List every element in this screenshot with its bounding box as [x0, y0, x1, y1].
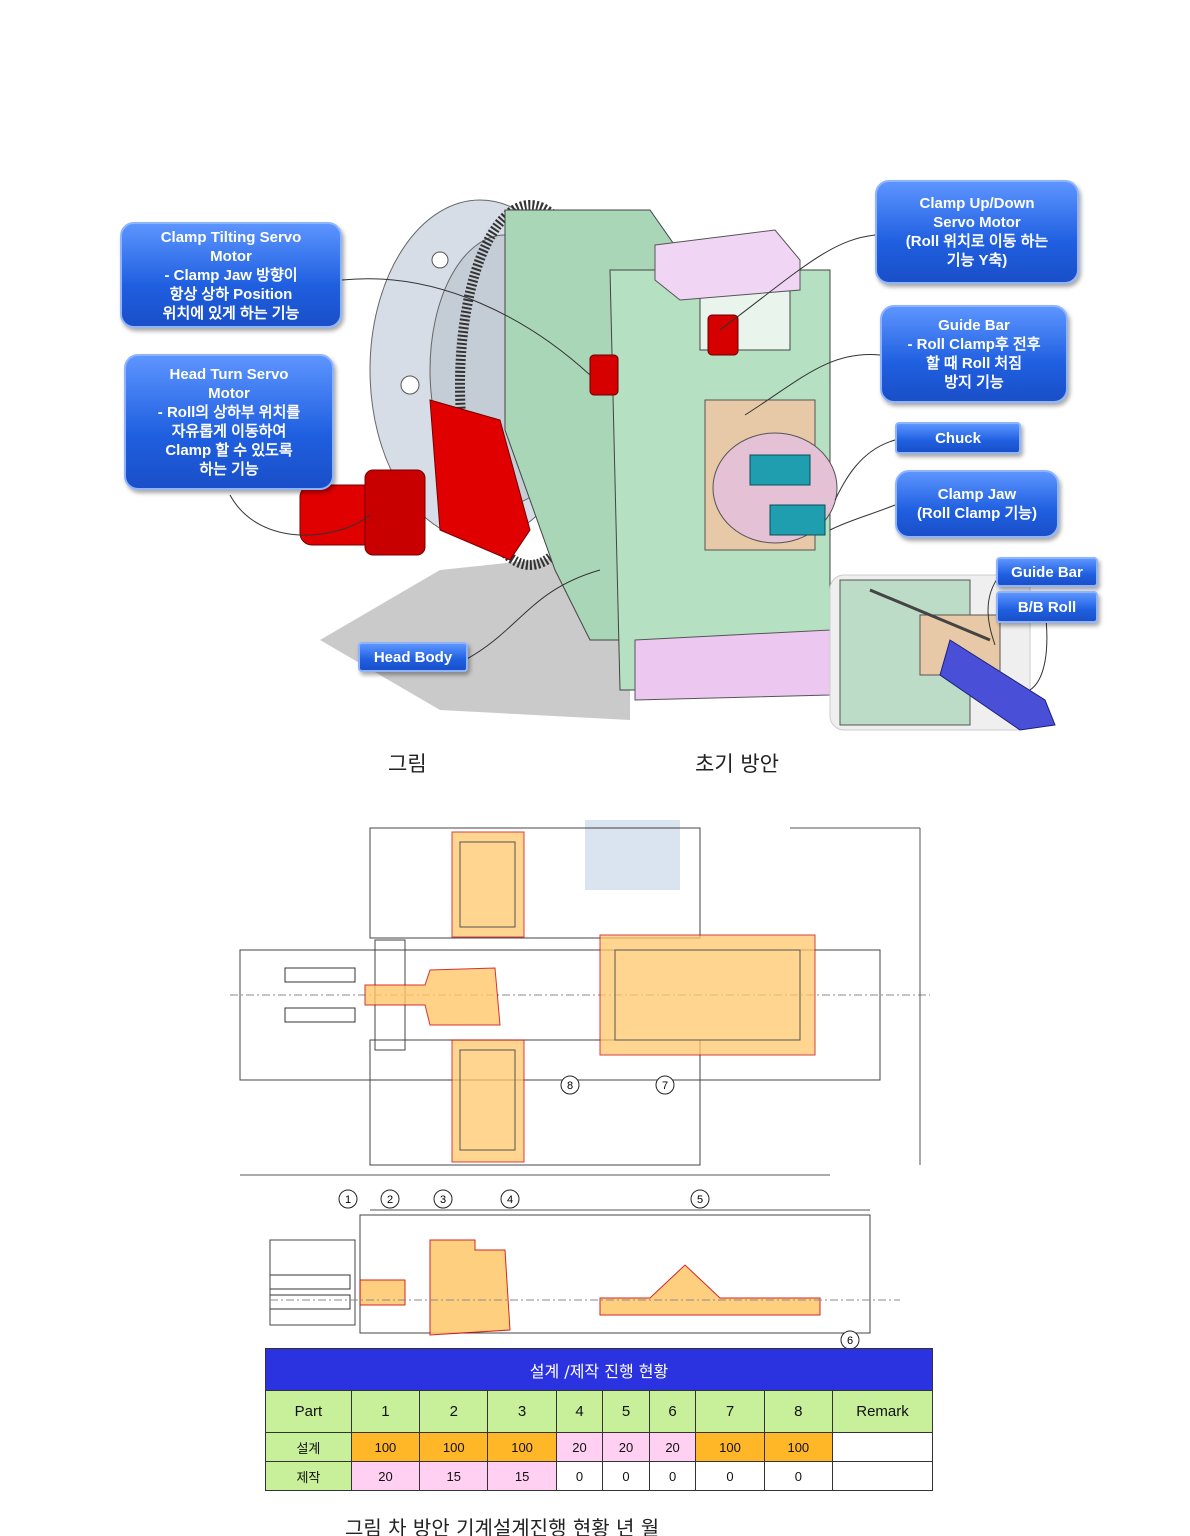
row-label: 제작 — [265, 1461, 352, 1491]
table-row: 제작 20 15 15 0 0 0 0 0 — [265, 1461, 933, 1491]
header-cell: 4 — [555, 1390, 604, 1433]
header-cell: 2 — [419, 1390, 489, 1433]
table-title: 설계 /제작 진행 현황 — [265, 1348, 933, 1391]
table-cell: 100 — [695, 1432, 765, 1462]
technical-drawing: 1 2 3 4 5 6 7 8 — [230, 790, 950, 1350]
figure2-caption: 그림 차 방안 기계설계진행 현황 년 월 — [345, 1516, 660, 1536]
table-cell: 0 — [695, 1461, 765, 1491]
callout-clamp-tilting-servo-motor: Clamp Tilting Servo Motor - Clamp Jaw 방향… — [120, 222, 342, 328]
table-cell: 20 — [602, 1432, 650, 1462]
tag-bb-roll: B/B Roll — [996, 591, 1098, 623]
table-cell: 0 — [602, 1461, 650, 1491]
marker-8: 8 — [567, 1080, 573, 1092]
table-header-row: Part 1 2 3 4 5 6 7 8 Remark — [265, 1390, 933, 1433]
callout-clamp-jaw: Clamp Jaw (Roll Clamp 기능) — [895, 470, 1059, 538]
table-cell: 100 — [419, 1432, 489, 1462]
callout-head-turn-servo-motor: Head Turn Servo Motor - Roll의 상하부 위치를 자유… — [124, 354, 334, 490]
header-cell: 3 — [487, 1390, 557, 1433]
figure1-caption-title: 초기 방안 — [695, 752, 779, 776]
table-cell: 0 — [555, 1461, 604, 1491]
machine-render — [229, 199, 1056, 731]
table-cell: 0 — [763, 1461, 834, 1491]
table-row: 설계 100 100 100 20 20 20 100 100 — [265, 1432, 933, 1462]
marker-6: 6 — [847, 1335, 853, 1347]
table-cell: 100 — [487, 1432, 557, 1462]
table-cell-remark — [832, 1432, 933, 1462]
marker-4: 4 — [507, 1194, 513, 1206]
machine-3d-figure: Clamp Tilting Servo Motor - Clamp Jaw 방향… — [110, 170, 1110, 740]
table-cell: 20 — [350, 1461, 421, 1491]
tag-head-body: Head Body — [358, 642, 468, 672]
table-cell: 0 — [648, 1461, 697, 1491]
header-cell: 7 — [695, 1390, 765, 1433]
marker-3: 3 — [440, 1194, 446, 1206]
marker-5: 5 — [697, 1194, 703, 1206]
header-cell: 6 — [648, 1390, 697, 1433]
callout-guide-bar-function: Guide Bar - Roll Clamp후 전후 할 때 Roll 처짐 방… — [880, 305, 1068, 403]
design-progress-table: 설계 /제작 진행 현황 Part 1 2 3 4 5 6 7 8 Remark… — [265, 1348, 933, 1491]
table-cell-remark — [832, 1461, 933, 1491]
table-cell: 20 — [555, 1432, 604, 1462]
table-cell: 15 — [487, 1461, 557, 1491]
header-cell: 8 — [763, 1390, 834, 1433]
tag-chuck: Chuck — [895, 422, 1021, 454]
marker-1: 1 — [345, 1194, 351, 1206]
marker-2: 2 — [387, 1194, 393, 1206]
drawing-svg: 1 2 3 4 5 6 7 8 — [230, 790, 930, 1350]
table-cell: 100 — [350, 1432, 421, 1462]
marker-7: 7 — [662, 1080, 668, 1092]
header-cell: Remark — [832, 1390, 933, 1433]
figure1-caption-label: 그림 — [388, 752, 427, 776]
table-cell: 20 — [648, 1432, 697, 1462]
header-cell: Part — [265, 1390, 352, 1433]
row-label: 설계 — [265, 1432, 352, 1462]
tag-guide-bar: Guide Bar — [996, 557, 1098, 587]
table-cell: 100 — [763, 1432, 834, 1462]
header-cell: 5 — [602, 1390, 650, 1433]
header-cell: 1 — [350, 1390, 421, 1433]
table-cell: 15 — [419, 1461, 489, 1491]
callout-clamp-updown-servo-motor: Clamp Up/Down Servo Motor (Roll 위치로 이동 하… — [875, 180, 1079, 284]
